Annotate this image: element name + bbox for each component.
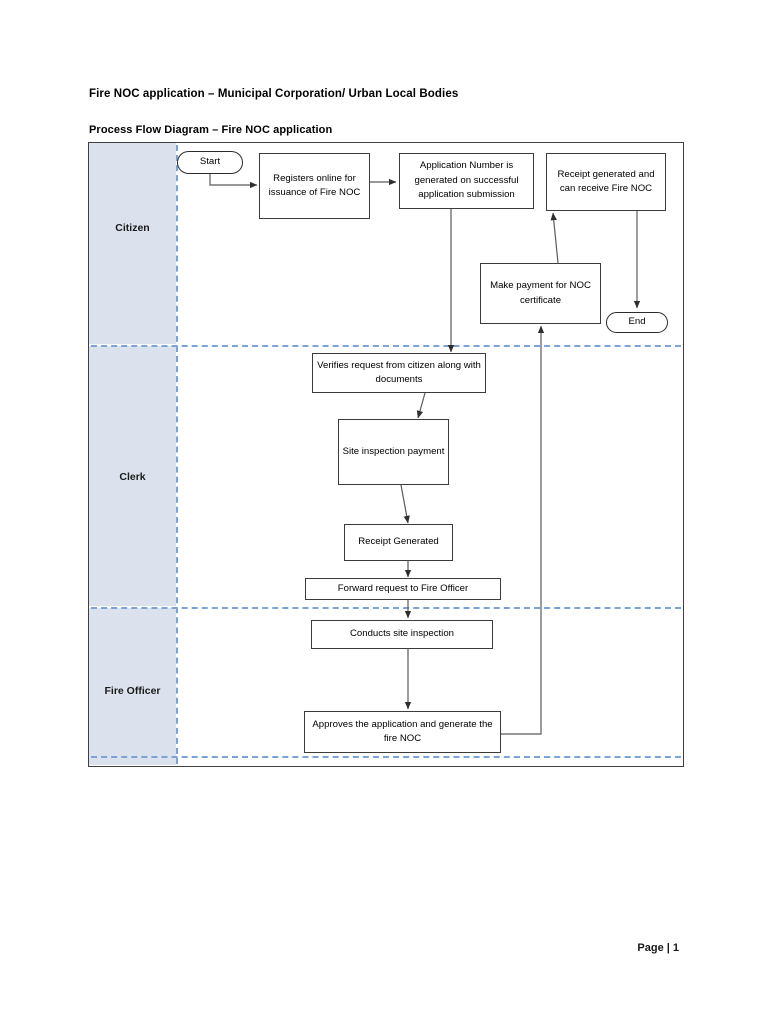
node-verifies-request[interactable]: Verifies request from citizen along with… [312, 353, 486, 393]
edge-start-to-register [209, 174, 258, 189]
node-application-number[interactable]: Application Number is generated on succe… [399, 153, 534, 209]
node-end[interactable]: End [606, 312, 668, 333]
page-title: Fire NOC application – Municipal Corpora… [89, 88, 459, 100]
lane-label-citizen: Citizen [115, 222, 150, 234]
node-make-payment[interactable]: Make payment for NOC certificate [480, 263, 601, 324]
lane-divider-citizen-clerk [91, 345, 681, 347]
lane-divider-bottom [91, 756, 681, 758]
node-receipt-generated[interactable]: Receipt Generated [344, 524, 453, 561]
edge-approves-to-makepayment [501, 325, 545, 735]
lane-strip-citizen [89, 143, 176, 344]
node-registers-online[interactable]: Registers online for issuance of Fire NO… [259, 153, 370, 219]
section-subtitle: Process Flow Diagram – Fire NOC applicat… [89, 124, 333, 136]
lane-strip-fire-officer [89, 608, 176, 765]
node-forward-request[interactable]: Forward request to Fire Officer [305, 578, 501, 600]
lane-label-clerk: Clerk [119, 471, 146, 483]
edge-verify-to-siteinspection [416, 392, 426, 419]
lane-divider-vertical [176, 145, 178, 764]
node-approves-application[interactable]: Approves the application and generate th… [304, 711, 501, 753]
edge-siteinspection-to-receipt [400, 484, 410, 524]
node-start[interactable]: Start [177, 151, 243, 174]
process-flow-diagram: Citizen Clerk Fire Officer [88, 142, 684, 767]
page-number-footer: Page | 1 [637, 942, 679, 954]
lane-strip-clerk [89, 346, 176, 606]
node-receipt-generated-fire-noc[interactable]: Receipt generated and can receive Fire N… [546, 153, 666, 211]
lane-label-fire-officer: Fire Officer [104, 685, 161, 697]
edge-makepayment-to-receiptfirenoc [550, 212, 559, 264]
lane-divider-clerk-fireofficer [91, 607, 681, 609]
node-site-inspection-payment[interactable]: Site inspection payment [338, 419, 449, 485]
node-conducts-site-inspection[interactable]: Conducts site inspection [311, 620, 493, 649]
